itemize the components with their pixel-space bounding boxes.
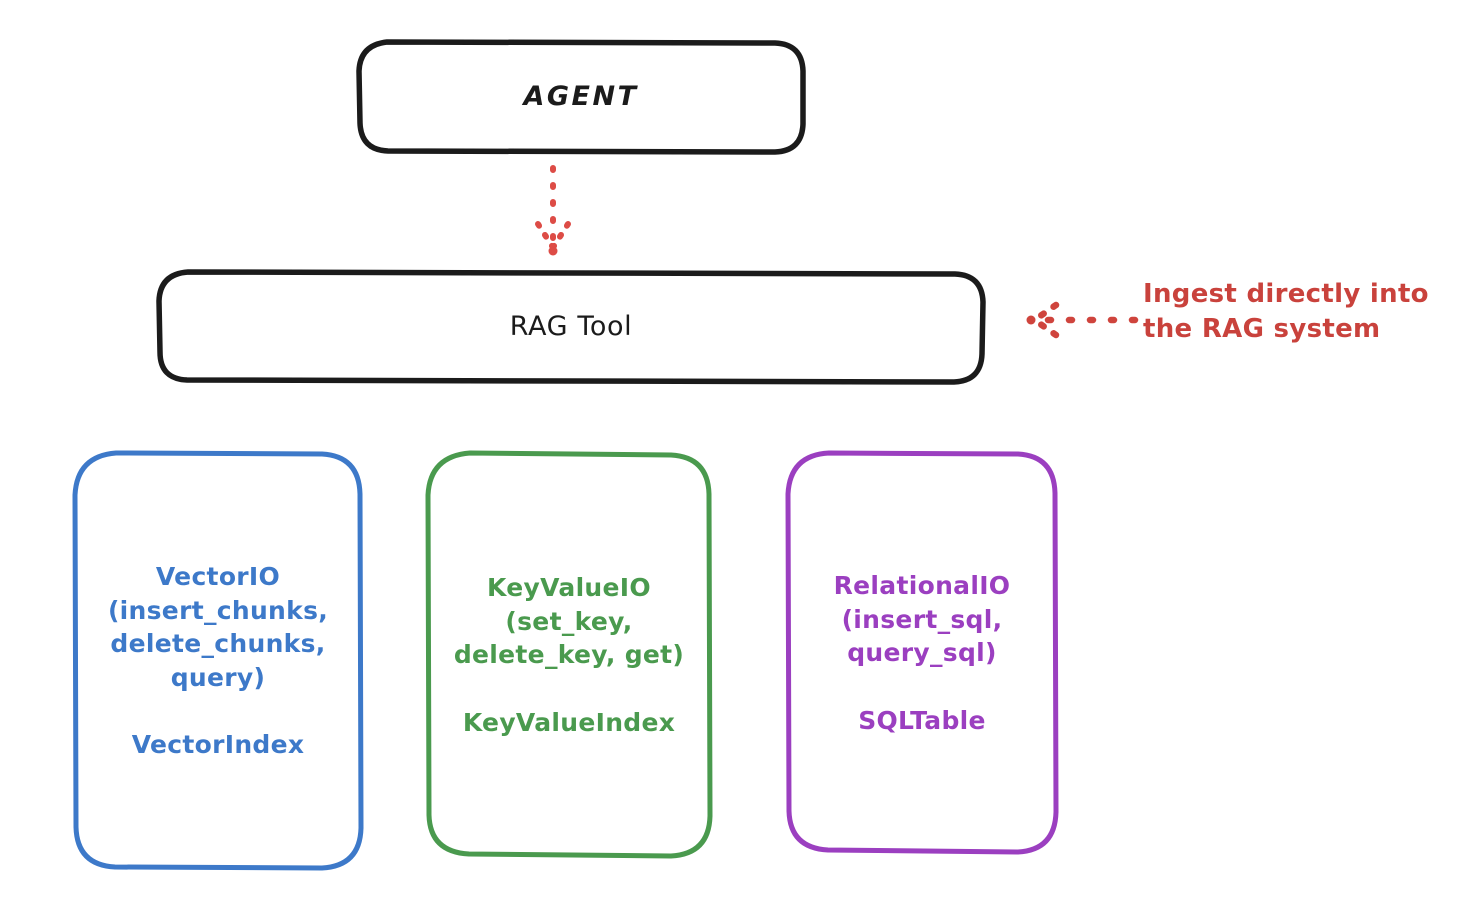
arrow-agent-to-rag-tool (535, 165, 571, 256)
arrow-ingest-to-rag-tool (1026, 301, 1139, 339)
vector-io-label: VectorIO (insert_chunks, delete_chunks, … (107, 562, 329, 692)
node-vector-io[interactable]: VectorIO (insert_chunks, delete_chunks, … (72, 450, 364, 872)
relational-io-sub-label: SQLTable (858, 705, 986, 735)
node-key-value-io[interactable]: KeyValueIO (set_key, delete_key, get) Ke… (425, 450, 713, 860)
key-value-io-sub-label: KeyValueIndex (462, 707, 676, 737)
agent-label: AGENT (523, 81, 639, 113)
vector-io-sub-label: VectorIndex (131, 730, 305, 760)
rag-tool-label: RAG Tool (509, 311, 633, 343)
key-value-io-label: KeyValueIO (set_key, delete_key, get) (453, 573, 685, 669)
relational-io-label: RelationalIO (insert_sql, query_sql) (833, 571, 1011, 667)
ingest-annotation-label: Ingest directly into the RAG system (1143, 279, 1429, 344)
node-relational-io[interactable]: RelationalIO (insert_sql, query_sql) SQL… (785, 450, 1059, 856)
node-rag-tool[interactable]: RAG Tool (156, 269, 986, 385)
node-agent[interactable]: AGENT (356, 39, 806, 155)
